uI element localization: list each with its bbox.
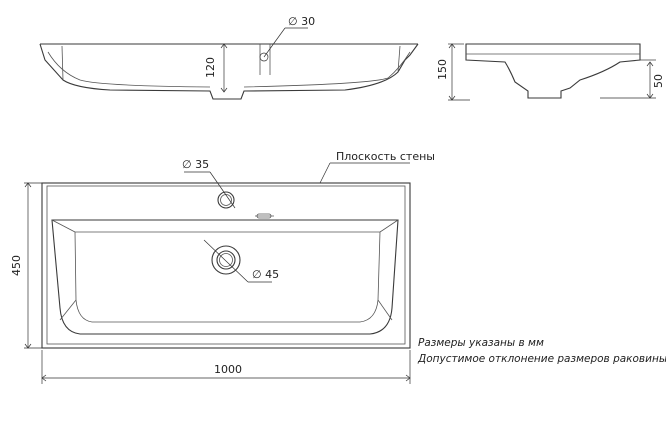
dim-height-120: 120: [204, 57, 217, 78]
dim-depth-450: 450: [10, 255, 23, 276]
side-section-view: [448, 43, 656, 101]
dim-drain-45: ∅ 45: [252, 268, 279, 281]
hole-30-callout: [259, 27, 308, 62]
dim-hole-35: ∅ 35: [182, 158, 209, 171]
dim-depth-50: 50: [652, 74, 665, 88]
dim-height-150: 150: [436, 59, 449, 80]
wall-plane-label: Плоскость стены: [336, 150, 435, 163]
plan-view: [24, 162, 411, 384]
note-tolerance: Допустимое отклонение размеров раковины …: [417, 353, 666, 365]
dim-hole-30: ∅ 30: [288, 15, 315, 28]
front-section-view: [39, 43, 419, 100]
dim-width-1000: 1000: [214, 363, 242, 376]
note-units: Размеры указаны в мм: [418, 337, 544, 349]
